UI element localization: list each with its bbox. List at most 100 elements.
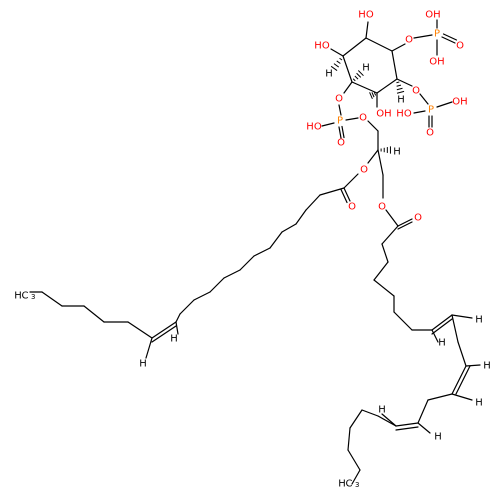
oxygen-label: O (405, 35, 413, 46)
right-chain-bond (381, 225, 399, 245)
carbonyl-double-bond (397, 221, 413, 230)
left-chain-bond (305, 194, 321, 211)
alkene-double-bond (451, 365, 467, 395)
hydrogen-label: H (397, 95, 405, 106)
alkene-double-bond (455, 365, 471, 395)
right-chain-bond (381, 243, 389, 263)
oxygen-label: O (378, 202, 386, 213)
right-chain-bond (373, 279, 395, 297)
hydrogen-label: H (378, 405, 386, 416)
alkene-double-bond (395, 422, 419, 427)
phosphorus-label: P (337, 116, 343, 127)
phosphate-double-bond (441, 36, 456, 44)
oxygen-label: O (426, 128, 434, 139)
right-chain-bond (393, 311, 413, 331)
hydrogen-label: H (483, 361, 491, 372)
alkene-double-bond (151, 325, 177, 343)
left-chain-bond (193, 291, 211, 301)
phosphate-bond (419, 93, 429, 105)
oxygen-label: O (359, 113, 367, 124)
phosphate-double-bond (442, 33, 458, 41)
ring-o-bond (396, 78, 413, 87)
oxygen-label: O (456, 41, 464, 52)
right-chain-bond (427, 393, 453, 401)
phosphate-bond (345, 117, 359, 121)
methyl-subscript: 3 (355, 481, 359, 489)
oxygen-label: O (414, 213, 422, 224)
left-chain-bond (41, 291, 63, 307)
ring-bond (391, 50, 398, 80)
oxygen-label: O (348, 202, 356, 213)
left-chain-bond (239, 255, 255, 271)
phosphate-bond (413, 34, 433, 39)
right-chain-bond (377, 415, 397, 427)
hydrogen-label: H (475, 398, 483, 409)
hydrogen-bond (417, 422, 431, 434)
right-chain-bond (351, 469, 361, 485)
stereo-hash-bond (396, 81, 405, 94)
ester-bond (343, 173, 359, 189)
hydroxyl-label: HO (358, 10, 374, 21)
hydroxyl-label: OH (425, 10, 440, 21)
hydrogen-label: H (362, 63, 370, 74)
left-chain-bond (281, 223, 297, 233)
right-chain-bond (361, 409, 379, 417)
carbonyl-double-bond (343, 187, 351, 202)
glycerol-bond (367, 120, 379, 132)
ring-bond (342, 55, 353, 83)
ring-oh-bond (330, 48, 344, 57)
hydrogen-bond (451, 393, 473, 401)
hydrogen-label: H (139, 359, 147, 370)
ring-oh-bond (365, 21, 369, 39)
hydroxyl-label: OH (376, 109, 391, 120)
alkene-double-bond (151, 321, 177, 339)
ester-bond (385, 209, 399, 227)
oxygen-label: O (360, 165, 368, 176)
hydrogen-bond (381, 413, 397, 427)
left-chain-bond (319, 187, 345, 196)
phosphorus-label: P (434, 29, 440, 40)
carbonyl-double-bond (340, 188, 348, 204)
left-chain-bond (253, 247, 271, 257)
oxygen-label: O (335, 94, 343, 105)
hydroxyl-label: OH (452, 97, 467, 108)
right-chain-bond (347, 427, 351, 451)
hydroxyl-label: OH (429, 57, 444, 68)
hydroxyl-label: HO (314, 41, 330, 52)
right-chain-bond (373, 261, 389, 281)
hydrogen-label: H (393, 147, 401, 158)
hydroxyl-label: HO (396, 109, 412, 120)
phosphate-bond (413, 110, 426, 114)
ring-bond (376, 78, 398, 94)
oxygen-label: O (337, 138, 345, 149)
hydrogen-label: H (475, 315, 483, 326)
hydrogen-bond (145, 337, 153, 359)
phosphate-double-bond (341, 125, 345, 139)
stereo-hash-bond (352, 70, 364, 82)
hydrogen-bond (451, 314, 473, 319)
hydrogen-bond (465, 364, 481, 367)
phosphorus-label: P (428, 105, 434, 116)
left-chain-bond (269, 231, 283, 249)
ring-o-bond (391, 43, 406, 52)
ring-bond (342, 37, 367, 57)
glycerol-bond (377, 149, 384, 176)
methyl-carbon-label: C (346, 479, 353, 490)
right-chain-bond (347, 449, 361, 471)
methyl-label: H (14, 291, 22, 302)
hydrogen-label: H (170, 334, 178, 345)
left-chain-bond (209, 277, 225, 293)
right-chain-bond (457, 341, 467, 367)
oxygen-label: O (412, 86, 420, 97)
phosphate-bond (436, 101, 453, 108)
hydroxyl-label: HO (306, 122, 322, 133)
hydrogen-label: H (434, 432, 442, 443)
left-chain-bond (223, 269, 241, 279)
methyl-carbon-label: C (22, 291, 29, 302)
left-chain-bond (175, 313, 181, 323)
stereo-hash-bond (330, 57, 343, 71)
alkene-double-bond (431, 314, 453, 331)
phosphate-bond (321, 122, 335, 127)
ring-bond (365, 37, 393, 52)
